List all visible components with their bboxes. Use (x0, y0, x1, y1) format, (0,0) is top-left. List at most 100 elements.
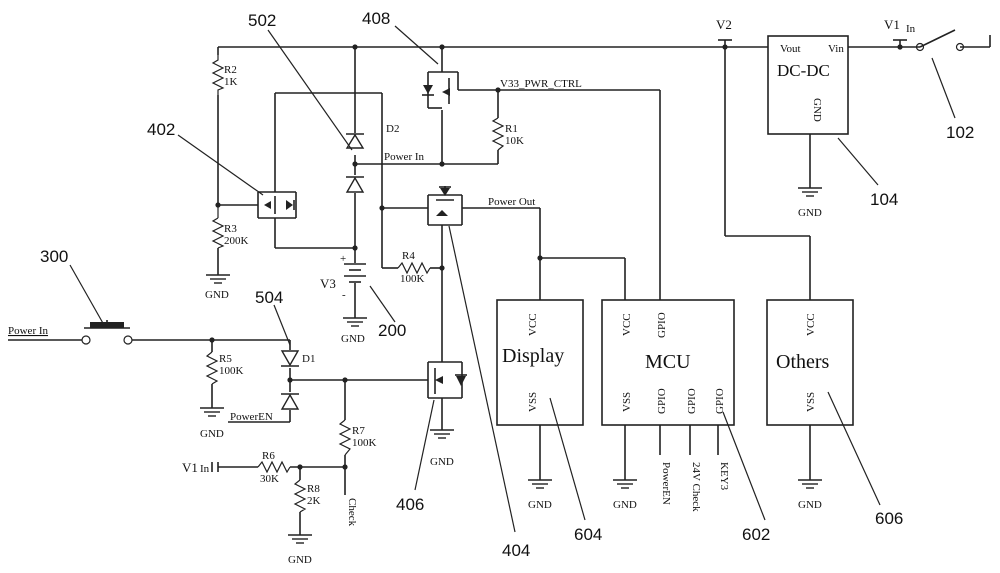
gnd-label-others: GND (798, 499, 822, 511)
callout-504: 504 (255, 288, 283, 307)
ground-symbols (200, 187, 822, 544)
label-r5: R5 (219, 353, 232, 365)
mosfet-408 (422, 71, 459, 109)
gnd-label-mcu: GND (613, 499, 637, 511)
mcu-gpio1-label: GPIO (656, 388, 668, 414)
callout-402: 402 (147, 120, 175, 139)
mcu-title: MCU (645, 351, 691, 373)
label-r3: R3 (224, 223, 237, 235)
gnd-label-r8: GND (288, 554, 312, 566)
label-r6: R6 (262, 450, 275, 462)
mcu-gpio2-label: GPIO (686, 388, 698, 414)
switch-102 (915, 42, 965, 52)
rail-ticks (211, 39, 907, 472)
gnd-406 (430, 429, 454, 439)
net-v1-left-sub: In (200, 463, 210, 475)
display-vcc-label: VCC (527, 313, 539, 336)
callout-404: 404 (502, 541, 530, 560)
others-vss-label: VSS (805, 392, 817, 412)
diode-d2-lower (345, 176, 365, 193)
label-r8-val: 2K (307, 495, 321, 507)
callout-602: 602 (742, 525, 770, 544)
callout-606: 606 (875, 509, 903, 528)
net-power-in-mid: Power In (384, 151, 425, 163)
mcu-gpio3-label: GPIO (714, 388, 726, 414)
gnd-label-batt: GND (341, 333, 365, 345)
net-v33-pwr-ctrl: V33_PWR_CTRL (500, 78, 582, 90)
label-r2: R2 (224, 64, 237, 76)
mcu-block (601, 299, 735, 426)
mosfet-406 (427, 361, 467, 399)
callout-604: 604 (574, 525, 602, 544)
callout-102: 102 (946, 123, 974, 142)
mosfet-402 (257, 191, 297, 219)
net-v1-top-sub: In (906, 23, 916, 35)
gnd-mcu (613, 479, 637, 489)
label-batt-plus: + (340, 253, 346, 265)
gnd-display (528, 479, 552, 489)
resistor-r7 (338, 419, 352, 456)
net-v1-left: V1 (182, 460, 198, 475)
resistor-r8 (293, 479, 307, 513)
label-r4: R4 (402, 250, 415, 262)
resistor-r2 (211, 55, 225, 95)
gnd-label-406: GND (430, 456, 454, 468)
display-block (496, 299, 584, 426)
push-button-300 (81, 320, 133, 345)
resistor-r4 (397, 261, 431, 275)
resistors (205, 55, 505, 513)
diodes (280, 133, 365, 410)
dcdc-title: DC-DC (777, 61, 830, 80)
diode-d1-upper (280, 350, 300, 367)
mcu-gpio-top-label: GPIO (656, 312, 668, 338)
mcu-sig-poweren: PowerEN (660, 462, 672, 505)
dcdc-vout-label: Vout (780, 43, 801, 55)
resistor-r5 (205, 351, 219, 385)
resistor-r1 (491, 117, 505, 151)
dcdc-vin-label: Vin (828, 43, 844, 55)
callout-406: 406 (396, 495, 424, 514)
mcu-sig-24v-check: 24V Check (690, 462, 702, 512)
battery-v3 (344, 263, 366, 283)
net-power-in-left: Power In (8, 325, 49, 337)
label-r7: R7 (352, 425, 365, 437)
mosfet-404 (427, 186, 463, 226)
label-d1: D1 (302, 353, 315, 365)
dcdc-block (767, 35, 849, 135)
net-power-en: PowerEN (230, 411, 273, 423)
gnd-batt (343, 317, 367, 327)
label-r4-val: 100K (400, 273, 425, 285)
gnd-label-display: GND (528, 499, 552, 511)
label-r1-val: 10K (505, 135, 524, 147)
gnd-dcdc (798, 187, 822, 197)
callout-200: 200 (378, 321, 406, 340)
label-r1: R1 (505, 123, 518, 135)
gnd-label-dcdc: GND (798, 207, 822, 219)
dcdc-gnd-label: GND (811, 98, 823, 122)
mcu-vss-label: VSS (621, 392, 633, 412)
mcu-vcc-label: VCC (621, 313, 633, 336)
resistor-r6 (257, 460, 291, 474)
callout-408: 408 (362, 9, 390, 28)
gnd-label-r5: GND (200, 428, 224, 440)
others-block (766, 299, 854, 426)
gnd-r8 (288, 534, 312, 544)
resistor-r3 (211, 217, 225, 249)
gnd-others (798, 479, 822, 489)
callout-300: 300 (40, 247, 68, 266)
junction-dots (209, 44, 903, 470)
net-power-out: Power Out (488, 196, 535, 208)
diode-d2-upper (345, 133, 365, 149)
label-batt-minus: - (342, 289, 346, 301)
label-r2-val: 1K (224, 76, 238, 88)
label-r6-val: 30K (260, 473, 279, 485)
net-v2: V2 (716, 17, 732, 32)
label-r5-val: 100K (219, 365, 244, 377)
others-vcc-label: VCC (805, 313, 817, 336)
net-check: Check (346, 498, 358, 527)
label-r3-val: 200K (224, 235, 249, 247)
gnd-r3 (206, 274, 230, 284)
gnd-r5 (200, 407, 224, 417)
callout-104: 104 (870, 190, 898, 209)
gnd-label-r3: GND (205, 289, 229, 301)
